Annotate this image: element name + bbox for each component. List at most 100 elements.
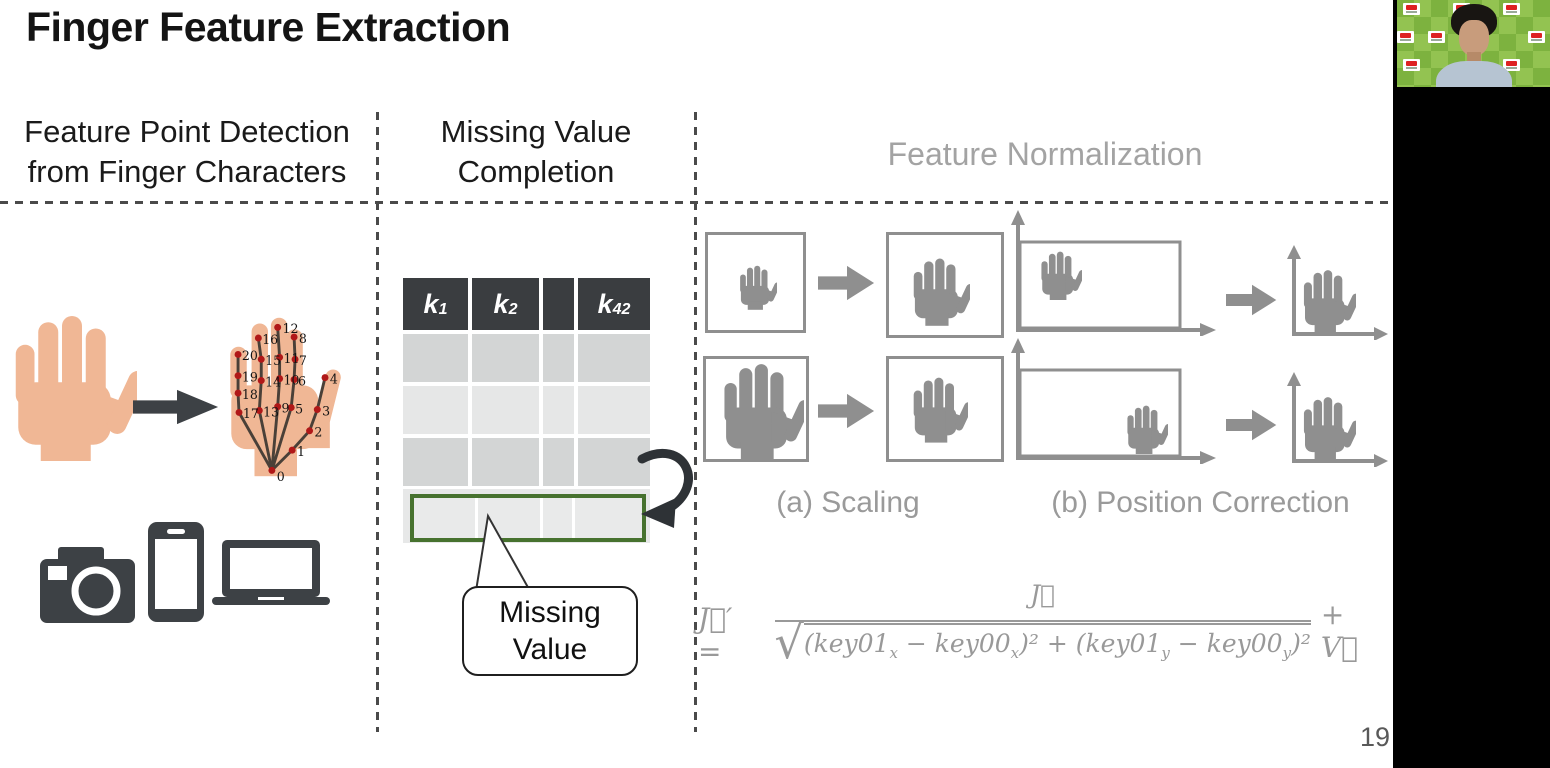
- svg-text:19: 19: [242, 370, 258, 385]
- webcam-video[interactable]: [1397, 0, 1550, 90]
- hand-in-frame-icon: [1126, 404, 1168, 454]
- person-face: [1458, 20, 1489, 56]
- backdrop-logo: [1403, 59, 1420, 71]
- svg-text:16: 16: [262, 332, 278, 347]
- backdrop-logo: [1397, 31, 1414, 43]
- backdrop-logo: [1528, 31, 1545, 43]
- position-axes-input-2: [1011, 338, 1216, 464]
- backdrop-logo: [1428, 31, 1445, 43]
- row-loop-arrow-icon: [637, 448, 693, 528]
- formula-radicand: (key01x − key00x)² + (key01y − key00y)²: [803, 623, 1311, 662]
- formula-fraction: J⃗ √ (key01x − key00x)² + (key01y − key0…: [774, 572, 1311, 669]
- table-cell: [578, 334, 650, 382]
- callout-tail: [474, 513, 532, 592]
- medium-hand-icon: [912, 256, 970, 326]
- table-cell: [543, 386, 574, 434]
- svg-text:11: 11: [283, 351, 299, 366]
- svg-text:14: 14: [265, 374, 281, 389]
- normalization-section-header: Feature Normalization: [887, 136, 1203, 172]
- hand-at-origin-icon: [1302, 268, 1356, 332]
- callout-line2: Value: [512, 633, 588, 666]
- formula-lhs: J⃗′ =: [698, 602, 733, 668]
- person-shirt: [1435, 61, 1512, 90]
- page-number: 19: [1359, 722, 1390, 752]
- plain-hand-icon: [12, 310, 137, 462]
- svg-text:0: 0: [277, 469, 285, 484]
- backdrop-logo: [1503, 59, 1520, 71]
- normalization-formula: J⃗′ = J⃗ √ (key01x − key00x)² + (key01y …: [698, 572, 1390, 668]
- video-bottom-bar: [1397, 87, 1550, 90]
- position-arrow-icon: [1226, 283, 1278, 317]
- transform-arrow-icon: [133, 388, 221, 426]
- callout-line1: Missing: [499, 596, 601, 629]
- hand-at-origin-icon: [1302, 395, 1356, 459]
- svg-text:6: 6: [298, 373, 306, 388]
- large-hand-icon: [722, 360, 804, 460]
- section-divider-horizontal: [0, 201, 1392, 204]
- table-cell: [472, 334, 539, 382]
- hand-in-frame-icon: [1040, 250, 1082, 300]
- table-cell: [578, 386, 650, 434]
- detection-header-line1: Feature Point Detection: [24, 114, 350, 149]
- svg-text:13: 13: [263, 404, 279, 419]
- formula-tail: + V⃗: [1320, 598, 1358, 664]
- svg-text:15: 15: [265, 353, 281, 368]
- table-cell: [403, 386, 468, 434]
- section-divider-vertical-1: [376, 112, 379, 732]
- table-cell: [543, 438, 574, 486]
- laptop-icon: [212, 540, 330, 605]
- table-cell: [578, 438, 650, 486]
- camera-icon: [40, 547, 135, 623]
- missing-value-callout: Missing Value: [462, 586, 638, 676]
- completion-header-line2: Completion: [457, 154, 615, 189]
- smartphone-icon: [148, 522, 204, 622]
- svg-text:17: 17: [243, 406, 259, 421]
- table-cell: [403, 438, 468, 486]
- radical-sign: √: [774, 615, 804, 669]
- table-cell: [472, 438, 539, 486]
- position-axes-input-1: [1011, 210, 1216, 336]
- svg-text:2: 2: [314, 425, 322, 440]
- formula-numerator: J⃗: [774, 572, 1311, 622]
- table-cell: [403, 334, 468, 382]
- svg-text:20: 20: [242, 348, 258, 363]
- small-hand-icon: [739, 264, 777, 310]
- svg-text:18: 18: [242, 387, 258, 402]
- completion-header-line1: Missing Value: [440, 114, 632, 149]
- section-divider-vertical-2: [694, 112, 697, 732]
- scaling-label: (a) Scaling: [776, 486, 920, 519]
- table-cell: [543, 334, 574, 382]
- backdrop-logo: [1403, 3, 1420, 15]
- detection-section-header: Feature Point Detection from Finger Char…: [0, 112, 374, 192]
- svg-text:10: 10: [283, 372, 299, 387]
- formula-denominator: √ (key01x − key00x)² + (key01y − key00y)…: [774, 615, 1311, 669]
- svg-text:9: 9: [282, 400, 290, 415]
- scaling-arrow-icon: [818, 392, 876, 430]
- svg-text:5: 5: [295, 401, 303, 416]
- svg-text:12: 12: [283, 321, 299, 336]
- table-header-cell: [543, 278, 574, 330]
- missing-row-cell: [414, 498, 475, 538]
- completion-section-header: Missing Value Completion: [380, 112, 692, 192]
- missing-row-cell: [574, 498, 642, 538]
- svg-text:7: 7: [299, 353, 307, 368]
- svg-text:3: 3: [322, 403, 330, 418]
- missing-value-row: [410, 494, 646, 542]
- medium-hand-icon: [912, 374, 968, 444]
- svg-text:8: 8: [299, 331, 307, 346]
- table-cell: [472, 386, 539, 434]
- position-arrow-icon: [1226, 408, 1278, 442]
- svg-text:4: 4: [330, 371, 338, 386]
- page-title: Finger Feature Extraction: [26, 4, 511, 50]
- detection-header-line2: from Finger Characters: [27, 154, 347, 189]
- missing-row-cell: [543, 498, 572, 538]
- letterbox-strip: [1393, 0, 1550, 768]
- position-axes-output-1: [1287, 245, 1388, 340]
- position-axes-output-2: [1287, 372, 1388, 467]
